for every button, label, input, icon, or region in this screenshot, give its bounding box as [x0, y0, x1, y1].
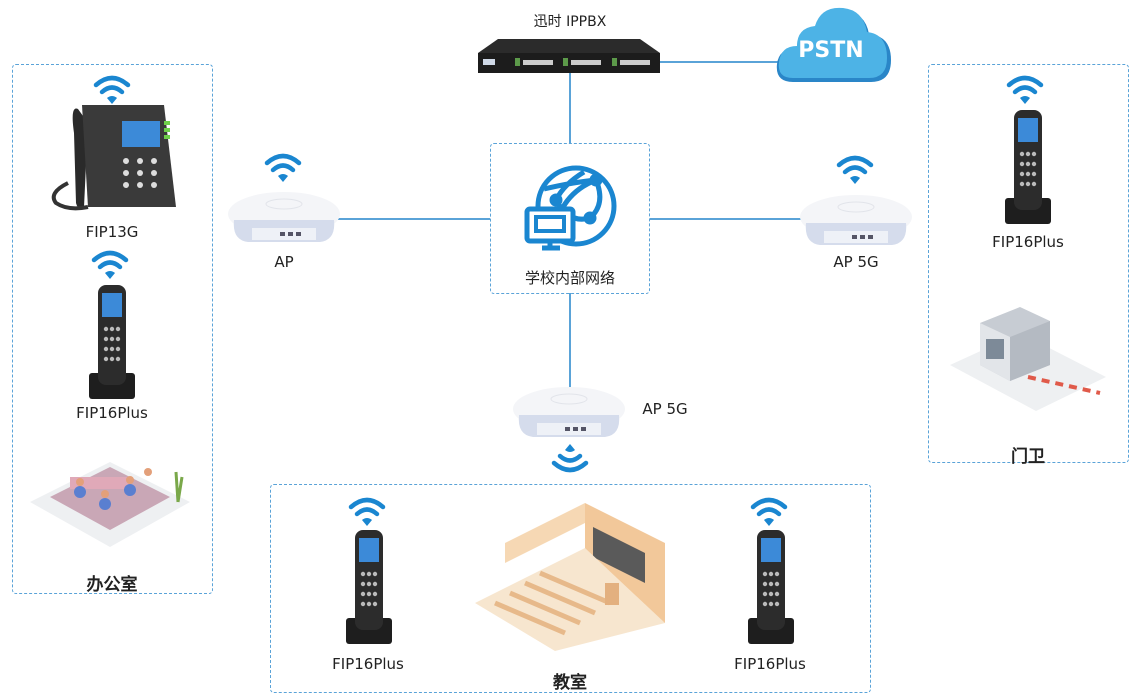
link-network-ap5g-bottom: [569, 293, 571, 387]
wifi-icon: [90, 249, 130, 281]
office-title: 办公室: [86, 575, 138, 595]
network-label: 学校内部网络: [524, 269, 616, 287]
handset-fip16plus: [346, 530, 392, 644]
classroom-device-label: FIP16Plus: [734, 655, 806, 673]
guard-zone: [928, 64, 1129, 463]
guard-house-illustration: [950, 305, 1106, 413]
handset-fip16plus: [89, 285, 135, 399]
wifi-icon: [347, 496, 387, 528]
wifi-icon: [92, 74, 132, 106]
wifi-icon: [263, 152, 303, 184]
ap-right-label: AP 5G: [833, 253, 879, 271]
link-ippbx-pstn: [660, 61, 778, 63]
office-illustration: [30, 442, 190, 552]
access-point-ap: [228, 190, 340, 246]
network-box: [490, 143, 650, 294]
pstn-cloud: PSTN: [775, 6, 893, 84]
wifi-icon: [835, 154, 875, 186]
ippbx-label: 迅时 IPPBX: [533, 14, 607, 30]
desk-phone-fip13g: [48, 103, 176, 215]
classroom-device-label: FIP16Plus: [332, 655, 404, 673]
wifi-icon: [749, 496, 789, 528]
link-ap-network: [338, 218, 490, 220]
ap-left-label: AP: [274, 253, 294, 271]
guard-title: 门卫: [1011, 447, 1045, 467]
office-device-label: FIP13G: [85, 223, 139, 241]
office-zone: [12, 64, 213, 594]
handset-fip16plus: [748, 530, 794, 644]
access-point-ap5g: [800, 193, 912, 249]
handset-fip16plus: [1005, 110, 1051, 224]
guard-device-label: FIP16Plus: [992, 233, 1064, 251]
link-ippbx-network: [569, 72, 571, 144]
wifi-icon: [1005, 74, 1045, 106]
network-globe-icon: [524, 164, 618, 256]
ippbx-device: [478, 39, 660, 73]
office-device-label: FIP16Plus: [76, 404, 148, 422]
wifi-icon: [550, 442, 590, 474]
classroom-illustration: [475, 503, 667, 651]
classroom-title: 教室: [553, 673, 587, 693]
ap-bottom-label: AP 5G: [642, 400, 688, 418]
classroom-zone: [270, 484, 871, 693]
access-point-ap5g-bottom: [513, 385, 625, 441]
pstn-label: PSTN: [798, 38, 864, 63]
link-network-ap5g: [650, 218, 802, 220]
